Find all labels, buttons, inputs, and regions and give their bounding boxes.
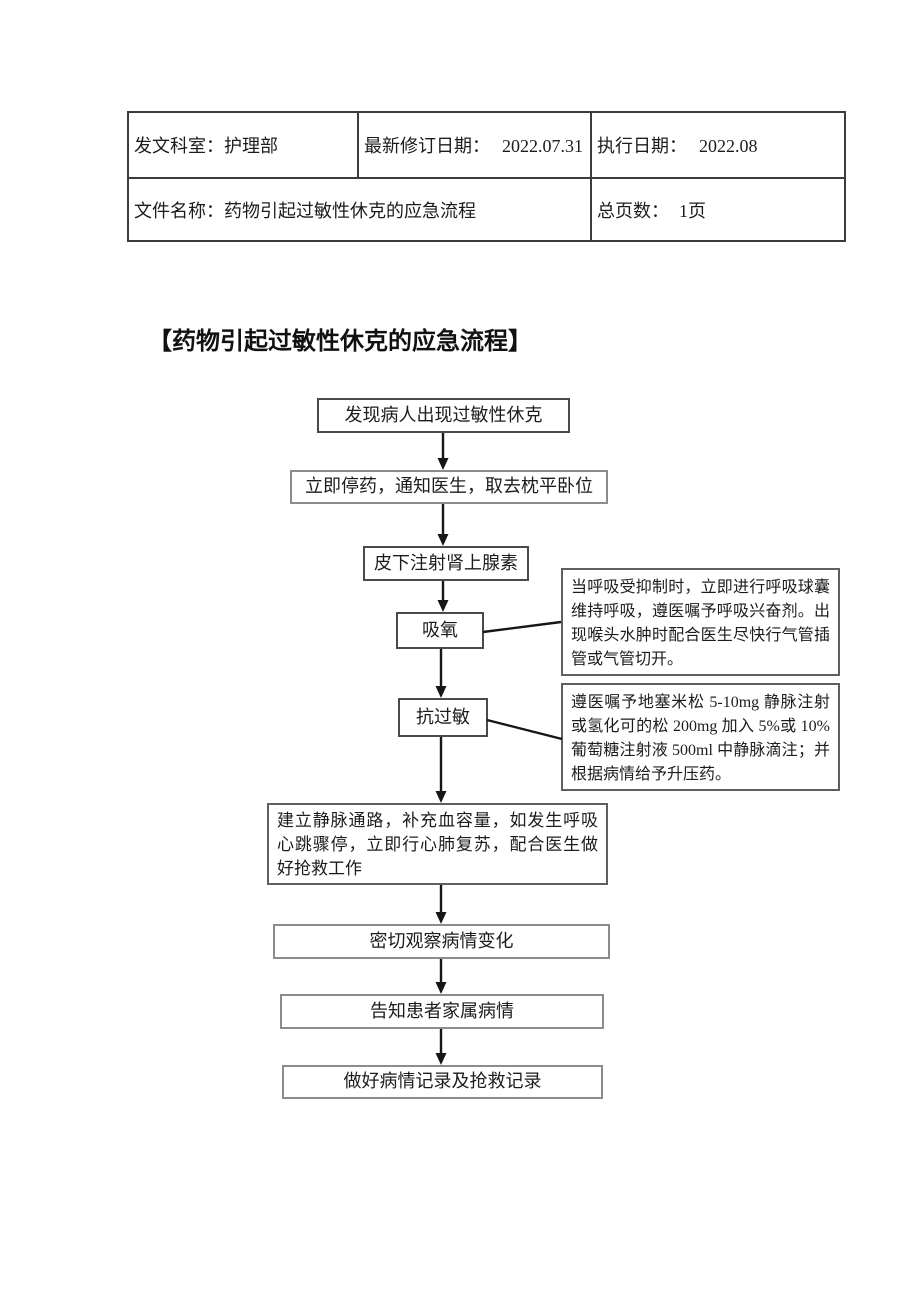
flow-step-adrenaline: 皮下注射肾上腺素 xyxy=(363,546,529,581)
flow-step-observe-condition: 密切观察病情变化 xyxy=(273,924,610,959)
doc-name-cell: 文件名称：药物引起过敏性休克的应急流程 xyxy=(127,177,592,242)
flow-step-stop-drug: 立即停药，通知医生，取去枕平卧位 xyxy=(290,470,608,504)
flow-note-respiratory-support: 当呼吸受抑制时，立即进行呼吸球囊维持呼吸，遵医嘱予呼吸兴奋剂。出现喉头水肿时配合… xyxy=(561,568,840,676)
revision-date-label: 最新修订日期： xyxy=(364,136,490,156)
arrow-head-2 xyxy=(437,534,449,546)
flow-step-records: 做好病情记录及抢救记录 xyxy=(282,1065,603,1099)
flow-step-identify-shock: 发现病人出现过敏性休克 xyxy=(317,398,570,433)
arrow-head-1 xyxy=(437,458,449,470)
effective-date-cell: 执行日期： 2022.08 xyxy=(590,111,846,179)
connector-oxygen-note xyxy=(482,620,562,634)
arrow-head-3 xyxy=(437,600,449,612)
arrow-head-5 xyxy=(435,791,447,803)
effective-date-label: 执行日期： xyxy=(597,136,687,156)
flow-step-inform-family: 告知患者家属病情 xyxy=(280,994,604,1029)
doc-name-value: 药物引起过敏性休克的应急流程 xyxy=(224,200,476,221)
revision-date-value: 2022.07.31 xyxy=(502,136,583,156)
arrow-head-8 xyxy=(435,1053,447,1065)
dept-value: 护理部 xyxy=(224,136,278,156)
page-title: 【药物引起过敏性休克的应急流程】 xyxy=(148,328,532,355)
revision-date-cell: 最新修订日期： 2022.07.31 xyxy=(357,111,592,179)
flow-step-anti-allergy: 抗过敏 xyxy=(398,698,488,737)
total-pages-value: 1页 xyxy=(679,200,706,221)
connector-allergy-note xyxy=(486,718,563,741)
flow-step-iv-access-cpr: 建立静脉通路，补充血容量，如发生呼吸心跳骤停，立即行心肺复苏，配合医生做好抢救工… xyxy=(267,803,608,885)
doc-name-label: 文件名称： xyxy=(134,200,224,221)
total-pages-label: 总页数： xyxy=(597,200,669,221)
arrow-head-6 xyxy=(435,912,447,924)
arrow-head-4 xyxy=(435,686,447,698)
flow-note-medication-orders: 遵医嘱予地塞米松 5-10mg 静脉注射或氢化可的松 200mg 加入 5%或 … xyxy=(561,683,840,791)
dept-label: 发文科室： xyxy=(134,136,224,156)
effective-date-value: 2022.08 xyxy=(699,136,758,156)
document-header-table: 发文科室：护理部 最新修订日期：2022.07.31 执行日期：2022.08 … xyxy=(127,111,846,242)
total-pages-cell: 总页数： 1页 xyxy=(590,177,846,242)
arrow-head-7 xyxy=(435,982,447,994)
flow-step-oxygen: 吸氧 xyxy=(396,612,484,649)
dept-cell: 发文科室：护理部 xyxy=(127,111,359,179)
